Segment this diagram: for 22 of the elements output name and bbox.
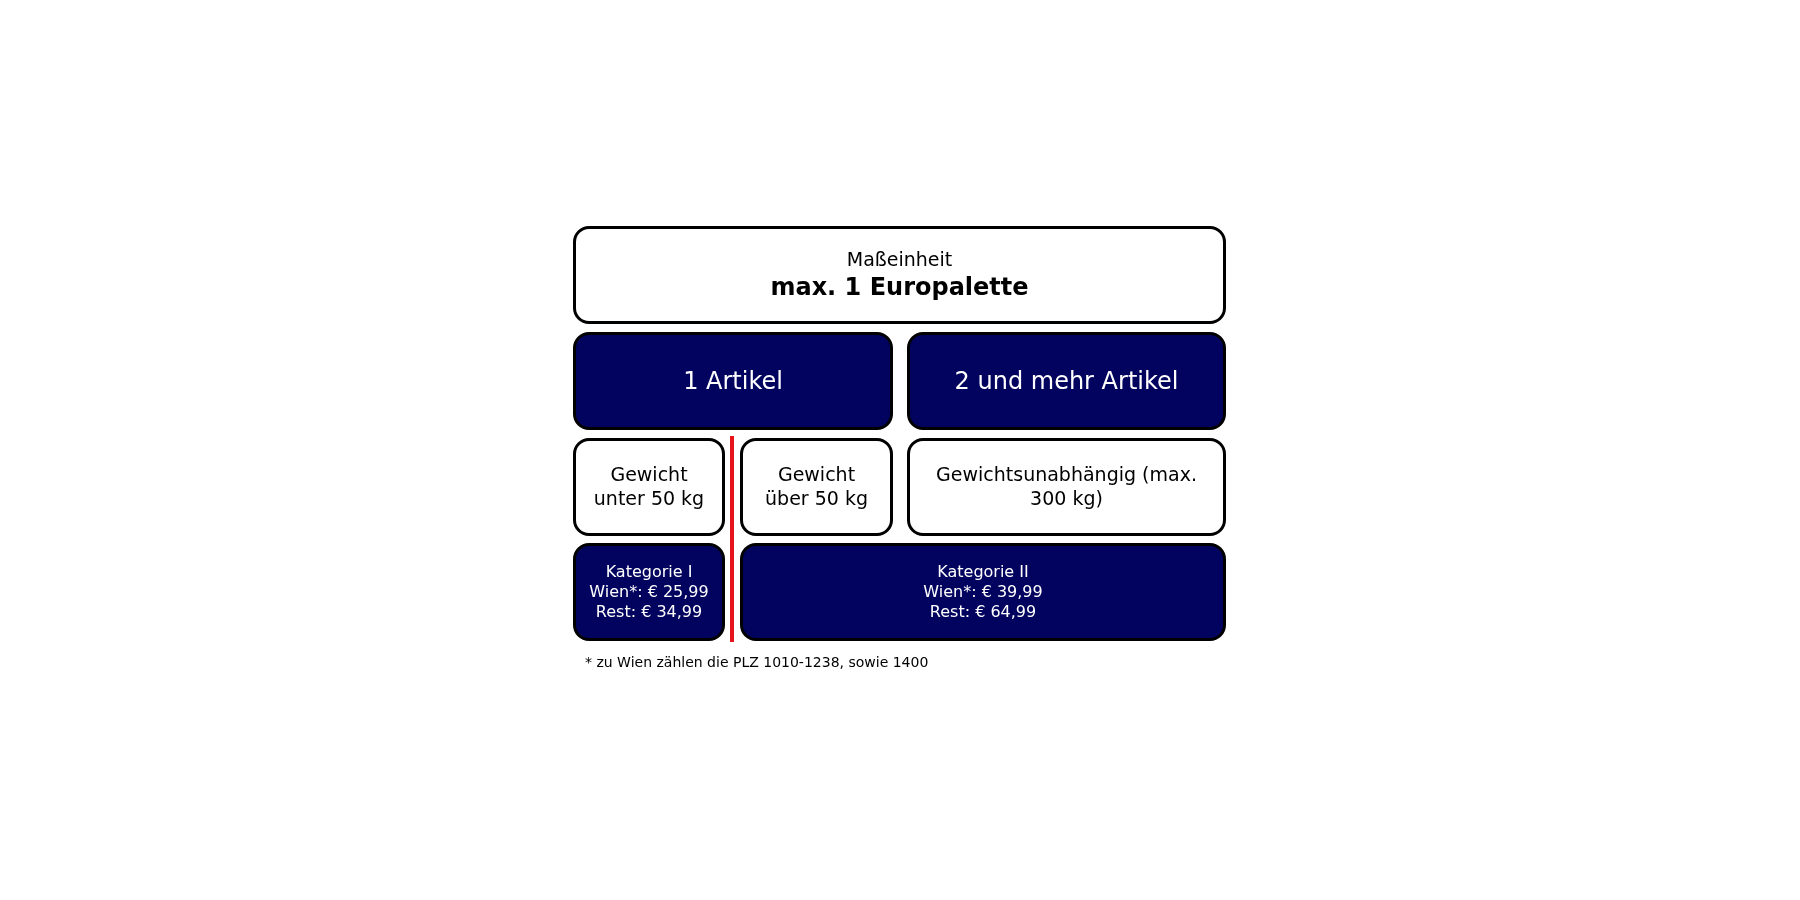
box-text: Wien*: € 25,99 — [589, 582, 709, 602]
box-text: 2 und mehr Artikel — [954, 366, 1179, 396]
box-text: Rest: € 34,99 — [595, 602, 703, 622]
price-box — [740, 543, 1226, 641]
condition-box — [907, 438, 1226, 536]
footnote: * zu Wien zählen die PLZ 1010-1238, sowie 1400 — [585, 654, 929, 670]
condition-box — [740, 438, 893, 536]
unit-box — [573, 226, 1226, 324]
box-text: Gewicht über 50 kg — [764, 463, 869, 511]
box-text: Gewichtsunabhängig (max. 300 kg) — [935, 463, 1198, 511]
unit-value: max. 1 Europalette — [770, 271, 1029, 302]
category-header — [573, 332, 893, 430]
category-header — [907, 332, 1226, 430]
box-text: Wien*: € 39,99 — [923, 582, 1043, 602]
box-text: Gewicht unter 50 kg — [592, 463, 706, 511]
box-text: 1 Artikel — [683, 366, 783, 396]
condition-box — [573, 438, 725, 536]
box-text: Rest: € 64,99 — [929, 602, 1037, 622]
unit-label: Maßeinheit — [846, 248, 953, 272]
box-text: Kategorie I — [605, 562, 693, 582]
price-box — [573, 543, 725, 641]
box-text: Kategorie II — [937, 562, 1029, 582]
